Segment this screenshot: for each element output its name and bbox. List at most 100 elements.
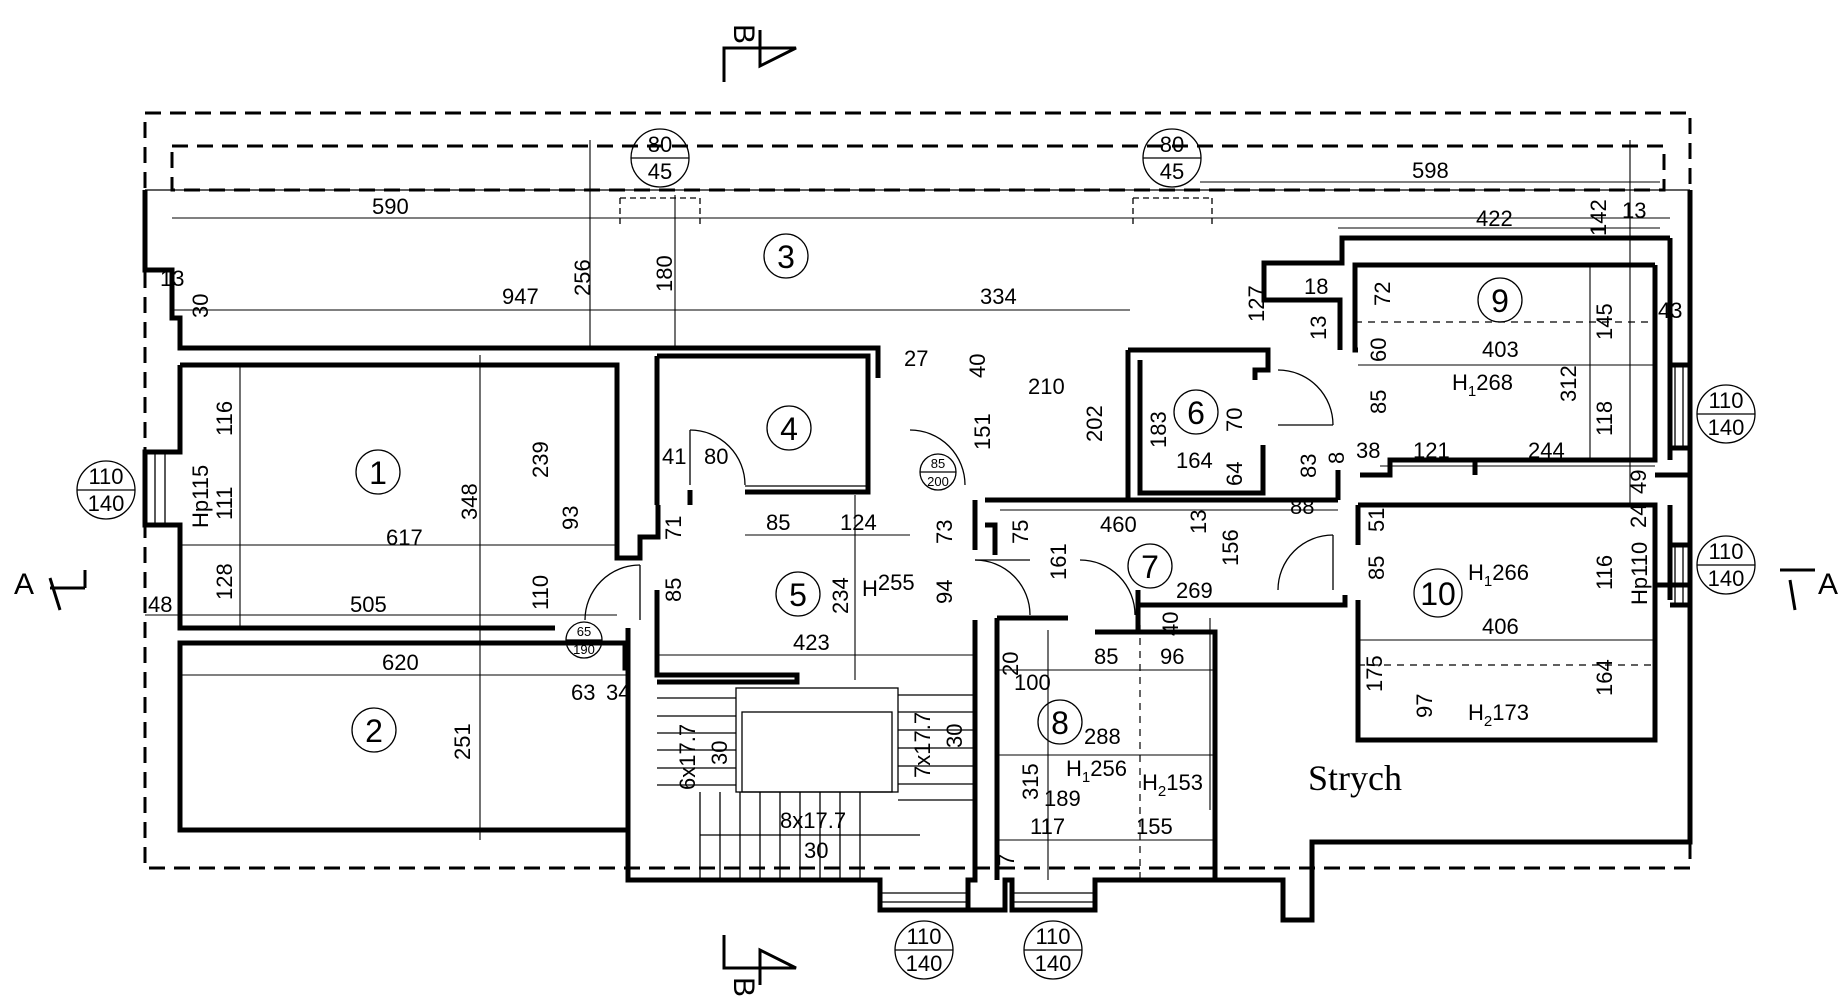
opening-marker: 110 140 [76,460,136,520]
dim-label: 40 [965,354,990,378]
dim-label: 13 [1622,198,1646,223]
opening-top: 85 [931,456,945,471]
opening-top: 110 [1708,388,1743,413]
stair-label: 7x17.7 [910,712,935,778]
dim-label: 598 [1412,158,1449,183]
dim-label: 72 [1370,282,1395,306]
dim-label: 142 [1586,199,1611,236]
dim-label: 110 [528,575,553,610]
room-number: 5 [789,577,807,613]
room-7: 7 [1127,543,1173,589]
dim-label: 334 [980,284,1017,309]
dim-label: 406 [1482,614,1519,639]
stair-label: 30 [707,741,732,765]
dim-label: 8 [1324,452,1349,464]
dim-label: 460 [1100,512,1137,537]
opening-top: 80 [1160,132,1184,157]
dim-label: 111 [212,487,237,520]
opening-marker: 110 140 [894,920,954,980]
opening-marker: 65 190 [565,621,603,659]
doors [584,369,1334,621]
dim-label: 48 [148,592,172,617]
dim-label: 20 [998,652,1023,676]
opening-top: 110 [88,464,123,489]
dim-label: 100 [1014,670,1051,695]
horizontal-dimensions: 590 947 13 334 598 422 13 18 403 43 617 … [148,158,1682,839]
opening-bottom: 140 [1708,566,1745,591]
dim-label: 30 [188,294,213,318]
height-label: H1266 [1468,560,1529,590]
dim-label: 43 [1658,298,1682,323]
dim-label: 505 [350,592,387,617]
dim-label: 590 [372,194,409,219]
dim-label: 269 [1176,578,1213,603]
dim-label: 88 [1290,494,1314,519]
dim-label: 18 [1304,274,1328,299]
dim-label: 73 [932,520,957,544]
attic-label: Strych [1308,758,1402,798]
dim-label: 117 [1030,814,1065,839]
dim-label: 234 [828,577,853,614]
height-label: H1256 [1066,756,1127,786]
opening-bottom: 140 [906,951,943,976]
dim-label: 118 [1592,401,1617,436]
dim-label: 116 [212,401,237,436]
stair-label: 6x17.7 [675,724,700,790]
dim-label: 155 [1136,814,1173,839]
dim-label: 288 [1084,724,1121,749]
walls [142,190,1693,923]
opening-markers: 110 140 80 45 80 45 85 200 65 190 110 14… [76,128,1756,980]
room-heights: H255 H1268 H1266 H2173 H1256 H2153 Hp115… [188,370,1652,800]
dim-label: 7 [994,854,1019,866]
room-4: 4 [766,405,812,451]
dim-label: 24 [1626,504,1651,528]
dim-label: 63 [571,680,595,705]
dim-label: 13 [160,266,184,291]
staircase [657,687,975,880]
stair-label: 30 [804,838,828,863]
room-number: 2 [365,713,383,749]
dim-label: 85 [766,510,790,535]
room-2: 2 [351,707,397,753]
stair-label: 8x17.7 [780,808,846,833]
opening-marker: 80 45 [630,128,690,188]
opening-bottom: 45 [648,159,672,184]
dim-label: 180 [652,255,677,292]
dim-label: 94 [932,580,957,604]
dim-label: 127 [1244,285,1269,322]
height-label: Hp110 [1627,542,1652,605]
dim-label: 175 [1362,655,1387,692]
dim-label: 96 [1160,644,1184,669]
dim-label: 128 [212,563,237,600]
roof-outline [143,111,1692,870]
dim-label: 124 [840,510,877,535]
stair-label: 30 [942,724,967,748]
dim-label: 161 [1046,543,1071,580]
opening-bottom: 200 [927,474,949,489]
dim-label: 97 [1412,694,1437,718]
opening-top: 110 [906,924,941,949]
dim-label: 423 [793,630,830,655]
dim-label: 164 [1592,659,1617,696]
dim-label: 85 [1366,390,1391,414]
dim-label: 422 [1476,206,1513,231]
height-label: H2173 [1468,700,1529,730]
dim-label: 27 [904,346,928,371]
dim-label: 251 [450,723,475,760]
dim-label: 947 [502,284,539,309]
dim-label: 70 [1222,408,1247,432]
section-label-a-left: A [14,568,34,601]
dim-label: 85 [1094,644,1118,669]
dim-label: 38 [1356,438,1380,463]
room-number: 1 [369,455,387,491]
opening-top: 65 [577,624,591,639]
room-10: 10 [1413,568,1463,618]
dim-label: 620 [382,650,419,675]
room-number: 8 [1051,705,1069,741]
room-number: 9 [1491,283,1509,319]
opening-top: 110 [1035,924,1070,949]
dim-label: 121 [1413,438,1450,463]
dim-label: 13 [1186,510,1211,534]
vertical-dimensions: 256 180 127 13 72 145 142 60 312 118 49 … [188,199,1651,866]
